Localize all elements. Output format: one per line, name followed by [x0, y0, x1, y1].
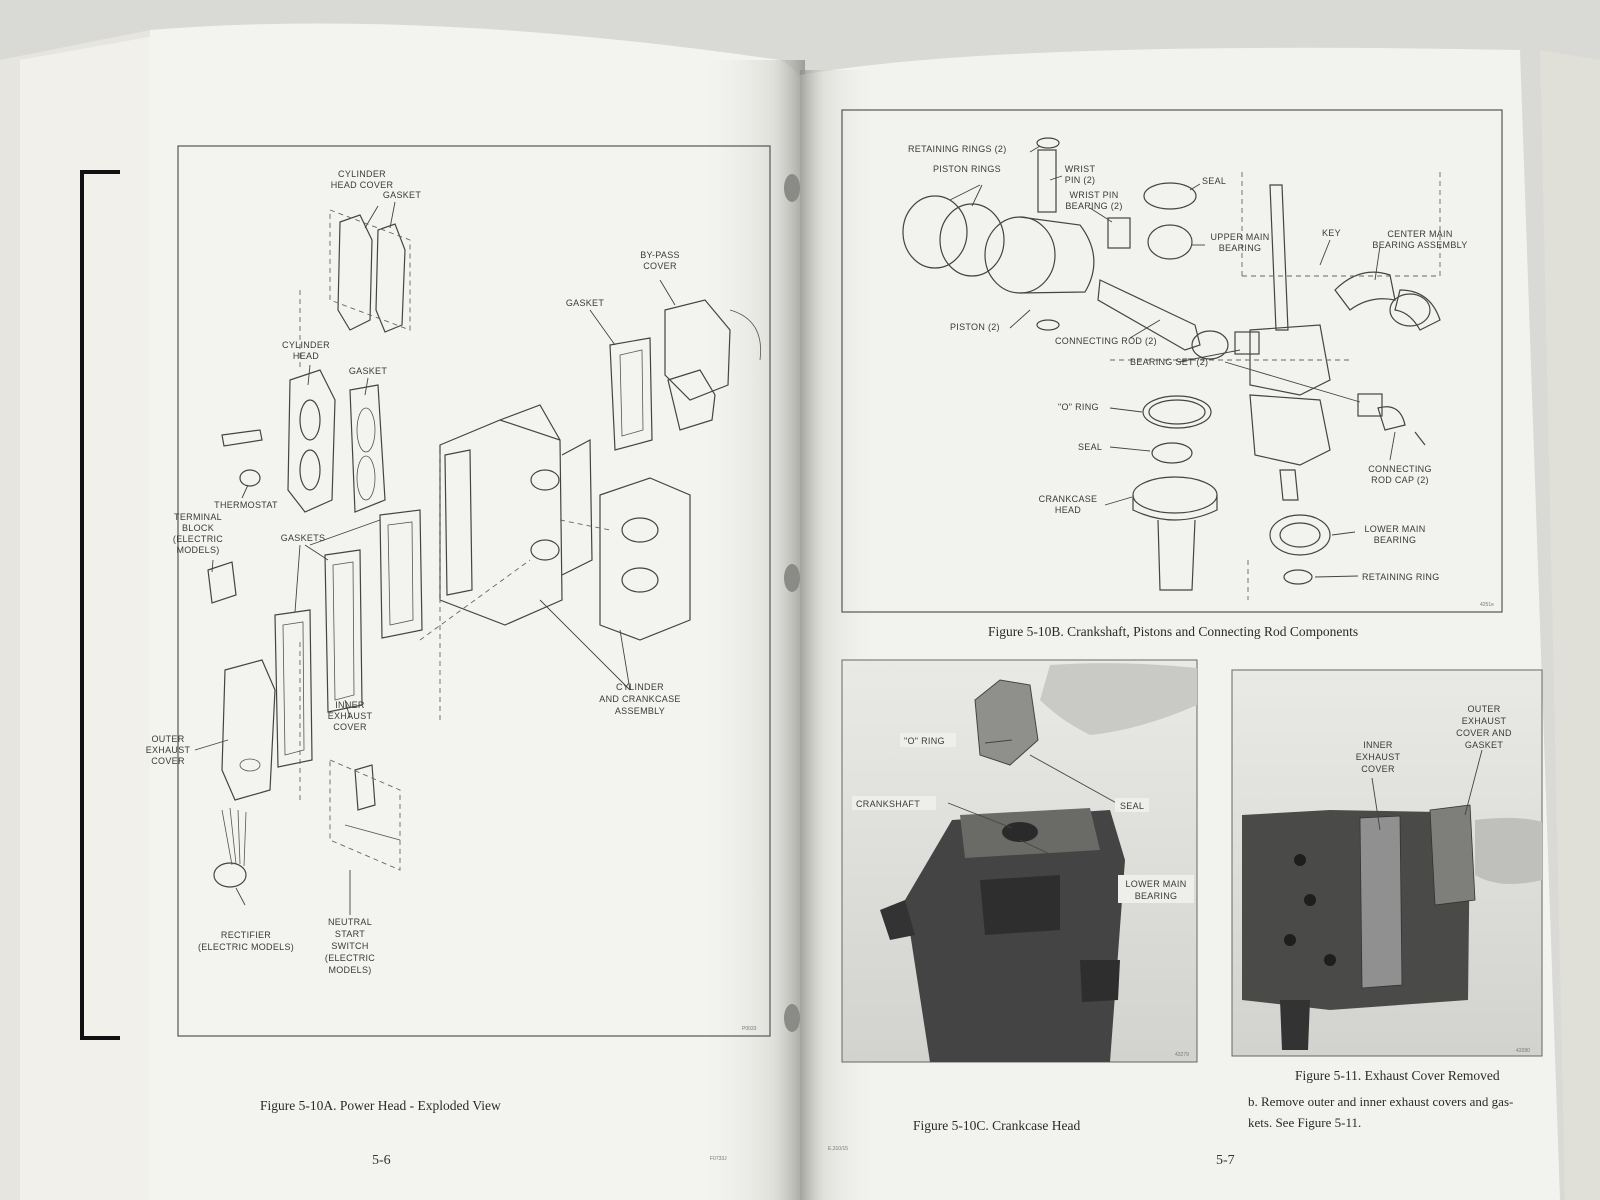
label-center-main-2: BEARING ASSEMBLY — [1372, 240, 1467, 250]
label-terminal-block-4: MODELS) — [176, 545, 219, 555]
label-rectifier-2: (ELECTRIC MODELS) — [198, 942, 294, 952]
label-terminal-block-1: TERMINAL — [174, 512, 222, 522]
label-conn-rod-cap-1: CONNECTING — [1368, 464, 1432, 474]
label-11-outer-4: GASKET — [1465, 740, 1504, 750]
label-inner-exhaust-2: EXHAUST — [328, 711, 373, 721]
label-neutral-switch-2: START — [335, 929, 365, 939]
label-center-main-1: CENTER MAIN — [1387, 229, 1452, 239]
label-outer-exhaust-2: EXHAUST — [146, 745, 191, 755]
label-cylinder-head-cover-1: CYLINDER — [338, 169, 386, 179]
label-gaskets: GASKETS — [281, 533, 326, 543]
caption-figure-5-10a: Figure 5-10A. Power Head - Exploded View — [260, 1098, 501, 1113]
label-retaining-ring: RETAINING RING — [1362, 572, 1440, 582]
label-11-inner-2: EXHAUST — [1356, 752, 1401, 762]
label-c-lower-main-2: BEARING — [1135, 891, 1178, 901]
label-thermostat: THERMOSTAT — [214, 500, 278, 510]
label-neutral-switch-3: SWITCH — [331, 941, 368, 951]
body-text-line-1: b. Remove outer and inner exhaust covers… — [1248, 1094, 1513, 1109]
label-cylinder-head-cover-2: HEAD COVER — [331, 180, 394, 190]
label-outer-exhaust-1: OUTER — [152, 734, 185, 744]
label-lower-main-1: LOWER MAIN — [1364, 524, 1425, 534]
figure-5-10b-labels: RETAINING RINGS (2) PISTON RINGS WRIST P… — [908, 144, 1467, 582]
figure-code-left: P0033 — [742, 1026, 757, 1032]
body-text-line-2: kets. See Figure 5-11. — [1248, 1115, 1361, 1130]
figure-5-10b-frame — [841, 109, 1503, 613]
label-neutral-switch-4: (ELECTRIC — [325, 953, 375, 963]
figure-5-10c-photo: "O" RING SEAL CRANKSHAFT LOWER MAIN BEAR… — [841, 659, 1198, 1063]
label-inner-exhaust-1: INNER — [335, 700, 365, 710]
label-cyl-crankcase-1: CYLINDER — [616, 682, 664, 692]
back-pages — [0, 30, 160, 1200]
label-gasket-top: GASKET — [383, 190, 422, 200]
footer-code-left: F0733J — [710, 1156, 727, 1162]
left-figure-frame — [177, 145, 771, 1037]
label-lower-main-2: BEARING — [1374, 535, 1417, 545]
label-cylinder-head-1: CYLINDER — [282, 340, 330, 350]
label-cylinder-head-2: HEAD — [293, 351, 319, 361]
label-key: KEY — [1322, 228, 1341, 238]
label-c-o-ring: "O" RING — [904, 736, 945, 746]
label-outer-exhaust-3: COVER — [151, 756, 185, 766]
page-number-right: 5-7 — [1216, 1153, 1235, 1168]
label-cyl-crankcase-3: ASSEMBLY — [615, 706, 665, 716]
label-11-outer-2: EXHAUST — [1462, 716, 1507, 726]
figure-code-c: 43279 — [1175, 1052, 1189, 1058]
figure-code-b: 4251e — [1480, 602, 1494, 608]
label-wrist-pin-bearing-2: BEARING (2) — [1065, 201, 1122, 211]
label-11-outer-1: OUTER — [1468, 704, 1501, 714]
label-bearing-set: BEARING SET (2) — [1130, 357, 1208, 367]
label-crankcase-head-2: HEAD — [1055, 505, 1081, 515]
caption-figure-5-11: Figure 5-11. Exhaust Cover Removed — [1295, 1068, 1500, 1083]
label-c-crankshaft: CRANKSHAFT — [856, 799, 920, 809]
label-11-outer-3: COVER AND — [1456, 728, 1512, 738]
label-c-lower-main-1: LOWER MAIN — [1125, 879, 1186, 889]
footer-code-right: E,310/15 — [828, 1146, 848, 1152]
label-cyl-crankcase-2: AND CRANKCASE — [599, 694, 680, 704]
label-upper-main-2: BEARING — [1219, 243, 1262, 253]
figure-5-11-photo: INNER EXHAUST COVER OUTER EXHAUST COVER … — [1231, 669, 1543, 1057]
caption-figure-5-10b: Figure 5-10B. Crankshaft, Pistons and Co… — [988, 624, 1358, 639]
label-inner-exhaust-3: COVER — [333, 722, 367, 732]
label-seal: SEAL — [1078, 442, 1102, 452]
label-wrist-pin-1: WRIST — [1065, 164, 1096, 174]
left-page — [150, 23, 805, 1200]
label-11-inner-1: INNER — [1363, 740, 1393, 750]
label-neutral-switch-5: MODELS) — [328, 965, 371, 975]
label-rectifier-1: RECTIFIER — [221, 930, 271, 940]
label-conn-rod-cap-2: ROD CAP (2) — [1371, 475, 1429, 485]
label-11-inner-3: COVER — [1361, 764, 1395, 774]
label-piston-rings: PISTON RINGS — [933, 164, 1001, 174]
left-figure-labels: CYLINDER HEAD COVER GASKET CYLINDER HEAD… — [146, 169, 757, 1032]
label-wrist-pin-bearing-1: WRIST PIN — [1069, 190, 1118, 200]
label-wrist-pin-2: PIN (2) — [1065, 175, 1096, 185]
label-gasket-bypass: GASKET — [566, 298, 605, 308]
label-o-ring: "O" RING — [1058, 402, 1099, 412]
label-bypass-cover-1: BY-PASS — [640, 250, 680, 260]
label-terminal-block-3: (ELECTRIC — [173, 534, 223, 544]
label-gasket-mid: GASKET — [349, 366, 388, 376]
label-c-seal: SEAL — [1120, 801, 1144, 811]
label-piston: PISTON (2) — [950, 322, 1000, 332]
label-bypass-cover-2: COVER — [643, 261, 677, 271]
caption-figure-5-10c: Figure 5-10C. Crankcase Head — [913, 1118, 1080, 1133]
page-number-left: 5-6 — [372, 1153, 391, 1168]
body-text: b. Remove outer and inner exhaust covers… — [1248, 1094, 1513, 1130]
label-terminal-block-2: BLOCK — [182, 523, 214, 533]
label-neutral-switch-1: NEUTRAL — [328, 917, 372, 927]
label-connecting-rod: CONNECTING ROD (2) — [1055, 336, 1157, 346]
label-crankcase-head-1: CRANKCASE — [1039, 494, 1098, 504]
label-retaining-rings: RETAINING RINGS (2) — [908, 144, 1007, 154]
label-upper-main-1: UPPER MAIN — [1210, 232, 1269, 242]
left-page-text: Figure 5-10A. Power Head - Exploded View… — [260, 1098, 727, 1168]
power-head-exploded-drawing — [194, 201, 762, 915]
crankshaft-components-drawing: 4251e — [902, 137, 1494, 608]
figure-code-11: 43280 — [1516, 1048, 1530, 1054]
label-seal-top: SEAL — [1202, 176, 1226, 186]
